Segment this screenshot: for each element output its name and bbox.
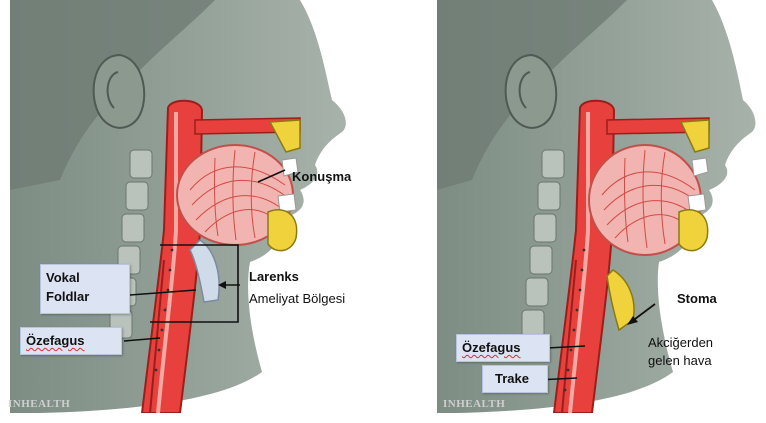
left-watermark: INHEALTH <box>8 398 70 410</box>
ozefagus-left-label: Özefagus <box>26 333 85 348</box>
ameliyat-label: Ameliyat Bölgesi <box>249 291 345 306</box>
ozefagus-left-text: Özefagus <box>26 333 85 348</box>
ear <box>506 55 557 128</box>
larenks-text: Larenks <box>249 269 299 284</box>
akciger-label: Akciğerden gelen hava <box>648 334 713 370</box>
ear <box>94 55 145 128</box>
jaw-bone <box>268 210 297 251</box>
trake-text: Trake <box>495 371 529 386</box>
ameliyat-text: Ameliyat Bölgesi <box>249 291 345 306</box>
konusma-label: Konuşma <box>292 169 351 184</box>
trake-label: Trake <box>495 371 529 386</box>
vokal-line1: Vokal <box>46 270 89 285</box>
ozefagus-right-label: Özefagus <box>462 340 521 355</box>
right-anatomy-panel: Stoma Akciğerden gelen hava Özefagus Tra… <box>437 0 766 413</box>
larenks-label: Larenks <box>249 269 299 284</box>
akciger-line1: Akciğerden <box>648 334 713 352</box>
jaw-bone <box>679 210 708 251</box>
left-anatomy-panel: Konuşma Vokal Foldlar Larenks Ameliyat B… <box>0 0 413 413</box>
vokal-line2: Foldlar <box>46 289 89 304</box>
konusma-text: Konuşma <box>292 169 351 184</box>
ozefagus-right-text: Özefagus <box>462 340 521 355</box>
right-watermark: INHEALTH <box>443 398 505 410</box>
akciger-line2: gelen hava <box>648 352 713 370</box>
vokal-label: Vokal Foldlar <box>46 270 89 304</box>
stoma-label: Stoma <box>677 291 717 306</box>
stoma-text: Stoma <box>677 291 717 306</box>
